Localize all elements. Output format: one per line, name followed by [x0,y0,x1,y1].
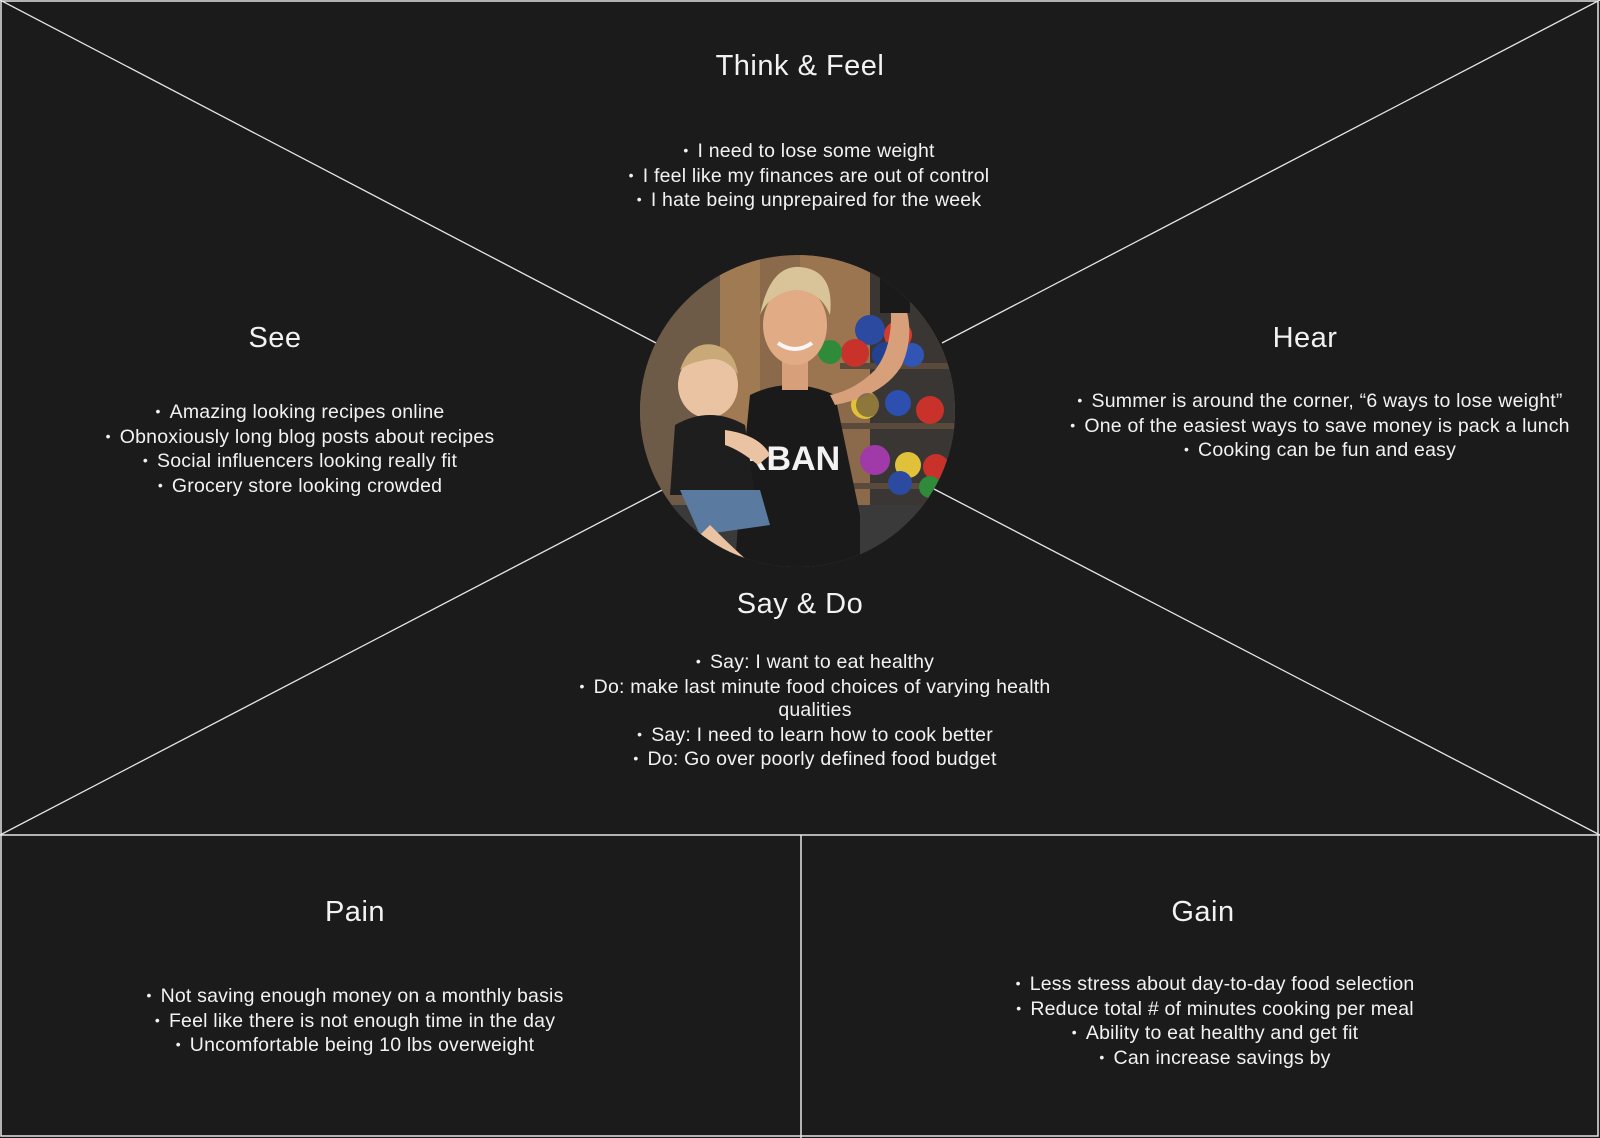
bullet-icon: • [1077,392,1083,408]
bullet-icon: • [146,987,152,1003]
bullet-icon: • [142,452,149,468]
diagonal-bottom-right [933,488,1600,836]
diagonal-top-right [941,0,1600,344]
think-feel-title: Think & Feel [715,50,885,82]
list-item: •Uncomfortable being 10 lbs overweight [175,1034,535,1056]
gain-title: Gain [1171,896,1235,928]
list-item: •Say: I need to learn how to cook better [637,723,993,746]
bullet-icon: • [1070,416,1076,433]
bullet-icon: • [157,476,163,493]
bullet-icon: • [155,403,161,419]
bullet-icon: • [1183,441,1190,457]
bullet-icon: • [628,166,634,183]
list-item: •Amazing looking recipes online [155,401,445,423]
persona-illustration: RBAN [640,255,955,567]
bullet-icon: • [105,427,111,444]
list-item: •One of the easiest ways to save money i… [1070,414,1570,437]
pain-title: Pain [324,896,386,928]
gain-section: Gain •Less stress about day-to-day food … [900,896,1500,1070]
say-do-title: Say & Do [736,588,864,620]
list-item: •I hate being unprepaired for the week [636,189,982,211]
persona-photo: RBAN [640,255,955,567]
list-item: •Social influencers looking really fit [142,450,458,472]
list-item: •Obnoxiously long blog posts about recip… [105,425,495,448]
see-title: See [248,322,302,354]
diagonal-bottom-left [0,488,665,836]
list-item: •I feel like my finances are out of cont… [628,164,990,187]
bullet-icon: • [1015,975,1021,991]
bullet-icon: • [175,1036,181,1052]
list-item: •Say: I want to eat healthy [695,651,935,673]
list-item: •Do: Go over poorly defined food budget [633,748,997,770]
hear-section: Hear •Summer is around the corner, “6 wa… [1070,322,1570,463]
think-feel-section: Think & Feel •I need to lose some weight… [500,50,1100,213]
pain-section: Pain •Not saving enough money on a month… [60,896,650,1058]
bullet-icon: • [1071,1024,1077,1040]
hear-list: •Summer is around the corner, “6 ways to… [1070,389,1570,463]
say-do-section: Say & Do •Say: I want to eat healthy •Do… [540,588,1060,772]
list-item: •Less stress about day-to-day food selec… [1015,973,1415,995]
say-do-list: •Say: I want to eat healthy •Do: make la… [570,650,1060,772]
bullet-icon: • [683,142,689,158]
list-item: •Reduce total # of minutes cooking per m… [1016,997,1414,1020]
bullet-icon: • [633,750,639,766]
bullet-icon: • [1099,1048,1105,1065]
gain-list: •Less stress about day-to-day food selec… [930,972,1500,1070]
bullet-icon: • [637,725,643,742]
hear-title: Hear [1272,322,1338,354]
list-item: •Summer is around the corner, “6 ways to… [1077,390,1563,412]
list-item: •Ability to eat healthy and get fit [1071,1022,1359,1044]
think-feel-list: •I need to lose some weight •I feel like… [518,139,1100,213]
see-section: See •Amazing looking recipes online •Obn… [40,322,560,498]
bullet-icon: • [1016,999,1022,1016]
list-item: •Grocery store looking crowded [157,474,443,497]
list-item: •Feel like there is not enough time in t… [154,1009,556,1032]
see-list: •Amazing looking recipes online •Obnoxio… [40,400,560,498]
list-item: •I need to lose some weight [683,140,935,162]
bullet-icon: • [154,1011,160,1028]
list-item: •Not saving enough money on a monthly ba… [146,985,564,1007]
bullet-icon: • [636,191,642,207]
bullet-icon: • [579,677,585,694]
bullet-icon: • [695,653,701,669]
pain-list: •Not saving enough money on a monthly ba… [60,984,650,1058]
diagonal-top-left [0,0,657,344]
list-item: •Cooking can be fun and easy [1183,439,1457,461]
list-item: •Do: make last minute food choices of va… [579,675,1051,722]
list-item: •Can increase savings by [1099,1046,1331,1069]
